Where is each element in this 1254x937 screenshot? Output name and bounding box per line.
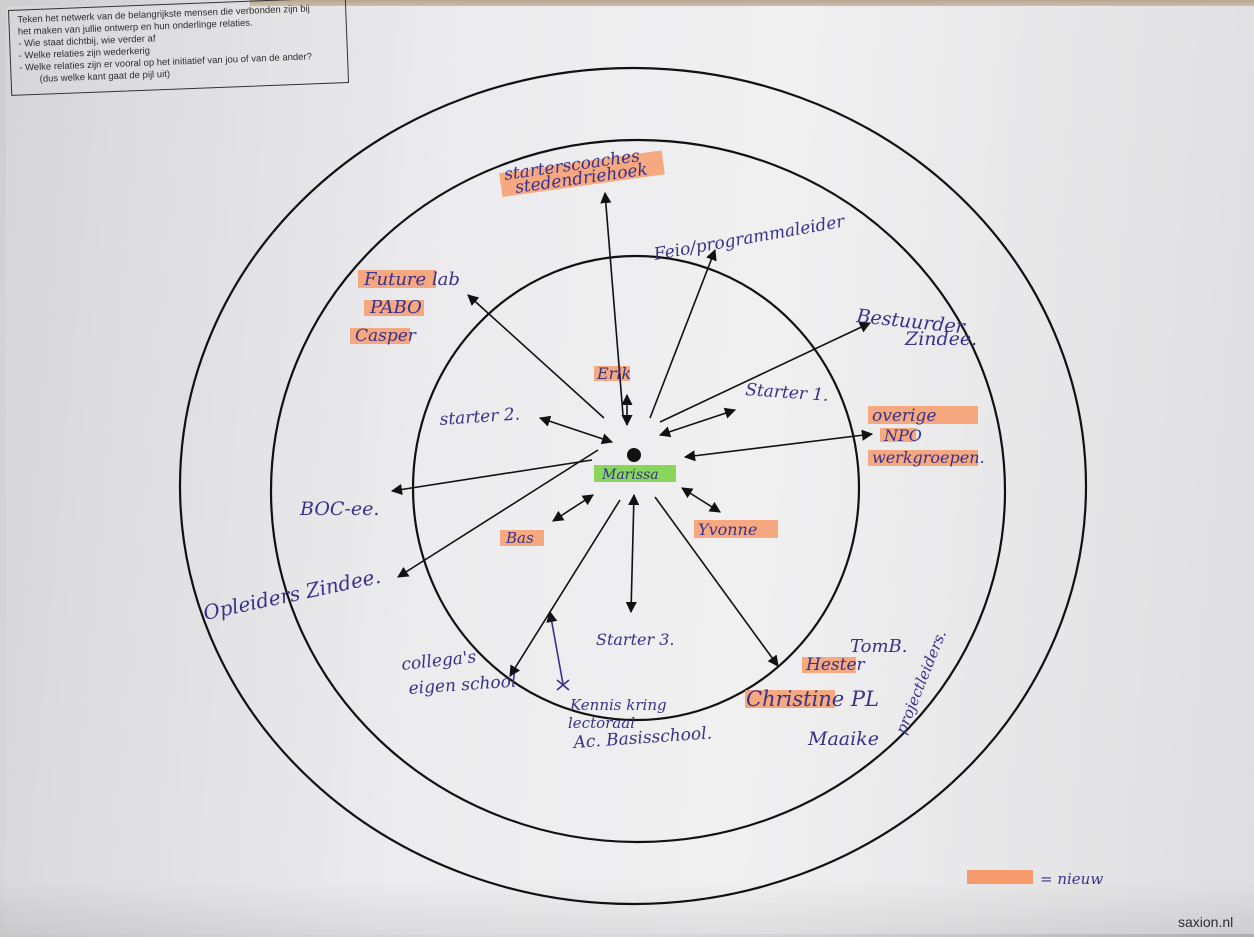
legend-label: = nieuw xyxy=(1040,870,1103,888)
label-boc: BOC-ee. xyxy=(299,498,379,520)
label-starter-3: Starter 3. xyxy=(596,630,674,649)
label-future-lab: Future lab xyxy=(363,269,460,290)
highlights-new xyxy=(350,150,978,708)
label-collegas: collega's xyxy=(400,647,477,675)
legend: = nieuw xyxy=(967,870,1103,888)
label-starter-2: starter 2. xyxy=(439,404,521,430)
label-overige: overige xyxy=(872,406,936,426)
label-erik: Erik xyxy=(596,364,631,383)
legend-swatch xyxy=(967,870,1033,884)
label-zindee-1: Zindee. xyxy=(904,328,977,350)
label-werkgroepen: werkgroepen. xyxy=(872,448,985,467)
paper-top-edge xyxy=(250,0,1254,10)
label-bas: Bas xyxy=(505,529,534,547)
bottom-shadow xyxy=(0,880,1254,937)
label-casper: Casper xyxy=(355,326,417,346)
footer-brand: saxion.nl xyxy=(1178,914,1234,930)
kennis-arrow xyxy=(546,610,570,691)
label-center-marissa: Marissa xyxy=(601,467,659,483)
label-yvonne: Yvonne xyxy=(698,520,757,539)
label-pabo: PABO xyxy=(369,297,422,318)
label-eigen-school: eigen school xyxy=(408,672,517,699)
label-christine: Christine PL xyxy=(746,687,879,711)
label-tomb: TomB. xyxy=(850,636,907,657)
label-opleiders: Opleiders Zindee. xyxy=(201,564,383,625)
middle-circle xyxy=(269,138,1007,844)
label-lectoraal: lectoraal xyxy=(568,714,635,732)
arrows xyxy=(390,191,874,677)
center-dot xyxy=(627,448,641,462)
label-kennis-kring: Kennis kring xyxy=(569,696,667,714)
label-maaike: Maaike xyxy=(807,728,879,750)
label-npo: NPO xyxy=(883,426,922,445)
inner-circle xyxy=(411,254,861,722)
label-feio: Feio/programmaleider xyxy=(651,212,846,266)
label-hester: Hester xyxy=(805,655,866,675)
label-starter-1: Starter 1. xyxy=(745,380,830,406)
outer-circle xyxy=(178,66,1088,906)
